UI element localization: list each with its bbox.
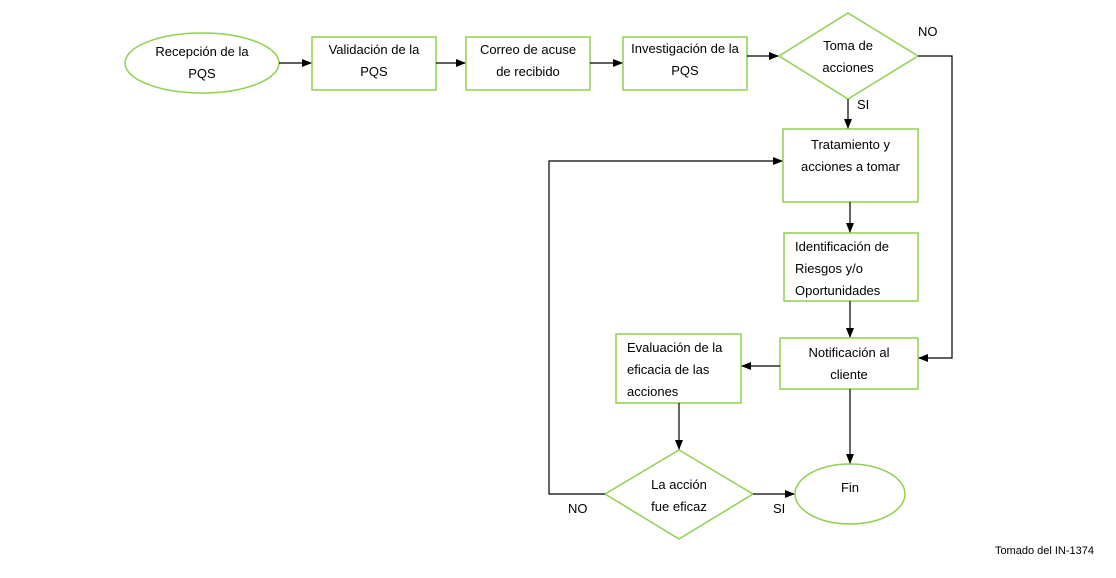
validacion-text: Validación de la PQS: [328, 42, 420, 79]
toma-text: Toma de acciones: [822, 38, 874, 75]
correo-text: Correo de acuse de recibido: [479, 42, 577, 79]
correo-box: [465, 36, 591, 91]
accion-text: La acción fue eficaz: [651, 477, 707, 514]
validacion-box: [311, 36, 437, 91]
identificacion-text: Identificación de Riesgos y/o Oportunida…: [795, 239, 889, 298]
source-note: Tomado del IN-1374: [994, 545, 1094, 557]
accion-no-label: NO: [568, 501, 588, 516]
notificacion-text: Notificación al cliente: [808, 345, 890, 382]
toma-no-label: NO: [918, 24, 938, 39]
recepcion-text: Recepción de la PQS: [155, 44, 249, 81]
investigacion-text: Investigación de la PQS: [631, 41, 739, 78]
arrow-accion-no-tratamiento: [548, 157, 783, 495]
identificacion-box: [783, 232, 919, 302]
accion-si-label: SI: [773, 501, 786, 516]
evaluacion-box: [615, 333, 742, 404]
investigacion-box: [622, 36, 748, 91]
notificacion-box: [779, 337, 919, 390]
fin-text: Fin: [840, 480, 860, 495]
arrow-toma-no-notificacion: [918, 55, 953, 362]
fin-ellipse: [794, 463, 906, 525]
tratamiento-text: Tratamiento y acciones a tomar: [801, 137, 900, 174]
toma-si-label: SI: [857, 97, 870, 112]
tratamiento-box: [782, 128, 919, 203]
accion-decision-diamond: [603, 449, 755, 540]
evaluacion-text: Evaluación de la eficacia de las accione…: [627, 340, 723, 399]
